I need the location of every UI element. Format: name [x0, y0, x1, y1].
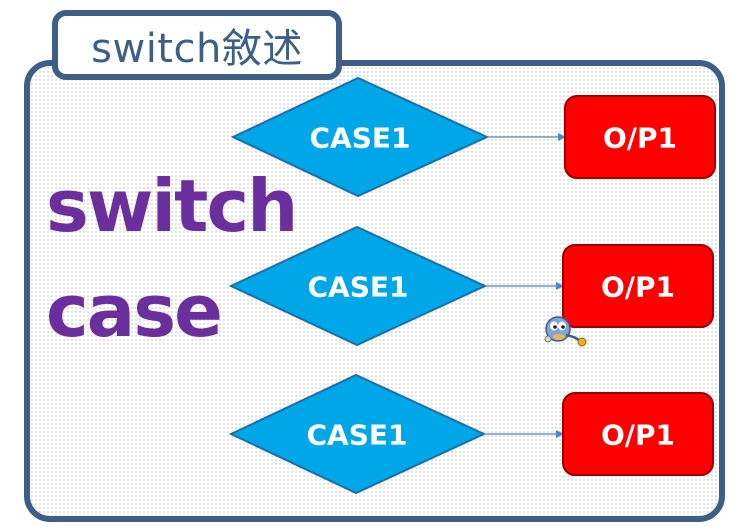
page-title: switch敘述 [91, 26, 303, 72]
output-box [562, 244, 714, 328]
case-row-3: CASE1 O/P1 [228, 373, 714, 495]
case-label: CASE1 [307, 419, 408, 452]
output-label: O/P1 [603, 122, 677, 155]
output-label: O/P1 [601, 419, 675, 452]
case-row-2: CASE1 O/P1 [228, 225, 714, 347]
case-label: CASE1 [308, 271, 409, 304]
case-label: CASE1 [310, 122, 411, 155]
cartoon-character-icon [544, 316, 587, 347]
case-row-1: CASE1 O/P1 [230, 76, 716, 198]
output-box [562, 392, 714, 476]
output-label: O/P1 [601, 271, 675, 304]
keyword-case: case [46, 269, 223, 353]
keyword-switch: switch [46, 164, 298, 248]
output-box [564, 95, 716, 179]
title-tab: switch敘述 [52, 10, 342, 80]
